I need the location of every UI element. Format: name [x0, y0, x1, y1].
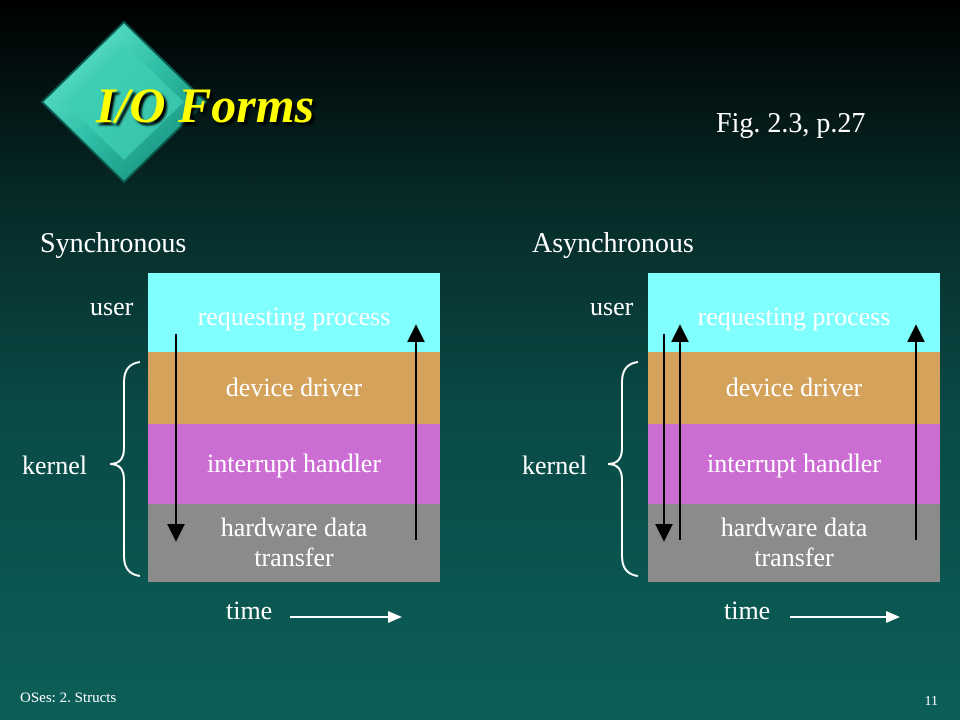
synchronous-heading: Synchronous	[40, 228, 187, 259]
async-kernel-brace	[607, 361, 639, 577]
async-interrupt-handler-text: interrupt handler	[707, 449, 881, 478]
async-hardware-text-line1: hardware data	[720, 513, 868, 542]
sync-hardware-text-line1: hardware data	[220, 513, 368, 542]
async-device-driver-layer: device driver	[648, 352, 940, 424]
async-requesting-process-layer: requesting process	[648, 273, 940, 352]
page-title: I/O Forms	[96, 77, 315, 133]
sync-device-driver-layer: device driver	[148, 352, 440, 424]
sync-user-label: user	[90, 292, 134, 321]
async-hardware-transfer-layer: hardware data transfer	[648, 504, 940, 582]
sync-device-driver-text: device driver	[225, 373, 363, 402]
async-time-label: time	[724, 596, 771, 625]
async-hardware-text-line2: transfer	[754, 543, 834, 572]
sync-interrupt-handler-layer: interrupt handler	[148, 424, 440, 504]
sync-time-label: time	[226, 596, 273, 625]
sync-kernel-label: kernel	[22, 451, 87, 480]
async-user-label: user	[590, 292, 634, 321]
sync-kernel-brace	[109, 361, 141, 577]
footer-course-label: OSes: 2. Structs	[20, 690, 117, 706]
sync-requesting-process-layer: requesting process	[148, 273, 440, 352]
figure-reference: Fig. 2.3, p.27	[716, 108, 866, 139]
async-kernel-label: kernel	[522, 451, 587, 480]
sync-requesting-process-text: requesting process	[197, 301, 391, 331]
async-time-arrowhead	[886, 611, 900, 623]
sync-time-arrowhead	[388, 611, 402, 623]
async-interrupt-handler-layer: interrupt handler	[648, 424, 940, 504]
async-requesting-process-text: requesting process	[697, 301, 891, 331]
async-device-driver-text: device driver	[725, 373, 863, 402]
sync-hardware-transfer-layer: hardware data transfer	[148, 504, 440, 582]
sync-interrupt-handler-text: interrupt handler	[207, 449, 381, 478]
slide-number: 11	[924, 694, 938, 709]
asynchronous-heading: Asynchronous	[532, 228, 694, 259]
sync-hardware-text-line2: transfer	[254, 543, 334, 572]
